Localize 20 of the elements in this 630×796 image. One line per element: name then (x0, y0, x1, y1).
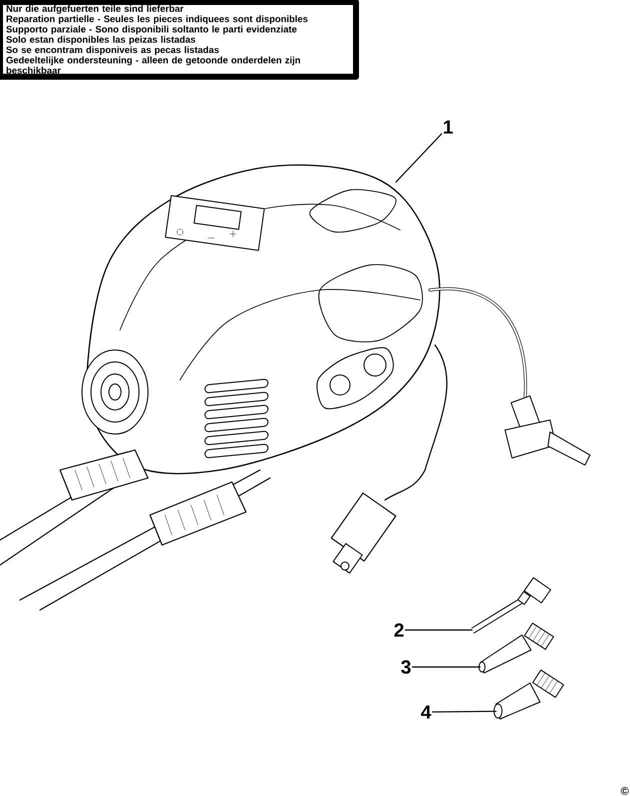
notice-text: Gedeeltelijke ondersteuning - alleen de getoonde onderdelen zijn beschikbaar (6, 56, 300, 74)
leader-line (412, 666, 481, 668)
notice-text: Solo estan disponibles las peizas listadas (6, 36, 196, 45)
nozzle-adapter-drawing (494, 670, 564, 720)
leader-line (432, 710, 497, 713)
callout-number: 2 (394, 623, 404, 637)
copyright-mark: © (620, 787, 629, 795)
notice-text: Supporto parziale - Sono disponibili soltanto le parti evidenziate (6, 26, 297, 34)
pin-adapter-drawing (472, 577, 552, 634)
compressor-drawing (0, 164, 590, 611)
callout-number: 1 (444, 120, 453, 134)
leader-line (395, 133, 442, 183)
callout-number: 4 (421, 705, 432, 719)
notice-text: Reparation partielle - Seules les pieces indiquees sont disponibles (6, 15, 308, 24)
notice-text: Nur die aufgefuerten teile sind lieferbar (6, 5, 184, 14)
callout-number: 3 (401, 660, 411, 674)
leader-line (404, 629, 473, 631)
cone-adapter-drawing (478, 622, 554, 674)
notice-box (0, 0, 359, 80)
notice-text: So se encontram disponiveis as pecas listadas (6, 46, 219, 55)
